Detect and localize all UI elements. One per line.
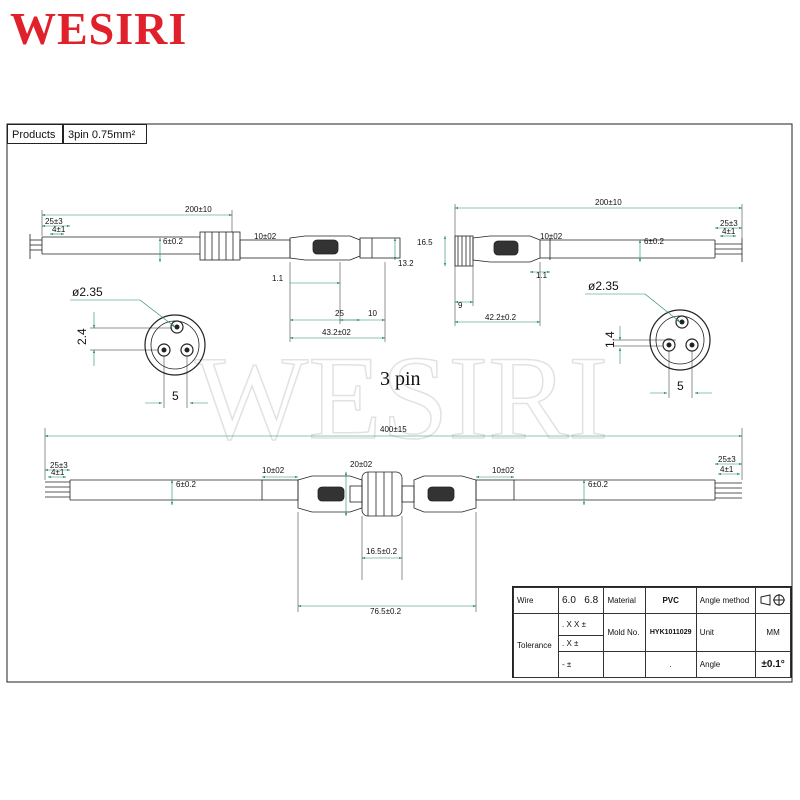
unit-value: MM [755, 613, 791, 652]
tl-tin-length: 4±1 [52, 225, 66, 234]
tr-cable-dia: 6±0.2 [644, 237, 665, 246]
products-label: Products [7, 124, 63, 144]
angle-method-icon [755, 587, 791, 614]
tl-dim-10: 10 [368, 309, 377, 318]
tr-tin-length: 4±1 [722, 227, 736, 236]
tl-body-length: 43.2±02 [322, 328, 351, 337]
material-value: PVC [644, 587, 697, 614]
tr-dim-1-1: 1.1 [536, 271, 548, 280]
tl-sleeve-length: 10±02 [254, 232, 277, 241]
tl-strip-length: 25±3 [45, 217, 63, 226]
bottom-assembly [45, 471, 742, 517]
tol-1: . X X ± [557, 613, 605, 636]
b-sleeve-left: 10±02 [262, 466, 285, 475]
face-right-spacing-h: 5 [677, 379, 684, 393]
b-nut-dia: 20±02 [350, 460, 373, 469]
b-cable-dia-right: 6±0.2 [588, 480, 609, 489]
top-right-dimensions [443, 206, 743, 324]
tr-total-length: 200±10 [595, 198, 622, 207]
mold-blank: . [644, 651, 697, 678]
b-strip-right: 25±3 [718, 455, 736, 464]
angle-value: ±0.1° [755, 651, 791, 678]
b-nut-length: 16.5±0.2 [366, 547, 398, 556]
b-total-length: 400±15 [380, 425, 407, 434]
face-left-spacing-v: 2.4 [75, 328, 89, 345]
face-left [144, 314, 206, 376]
wire-label: Wire [513, 587, 559, 614]
tol-2: . X ± [557, 635, 605, 652]
tl-dim-13-2: 13.2 [398, 259, 414, 268]
bottom-dimensions [44, 434, 743, 608]
mold-label: Mold No. [603, 613, 646, 652]
angle-method-label: Angle method [695, 587, 757, 614]
top-right-cable [454, 235, 743, 267]
face-right-pin-dia: ø2.35 [588, 279, 619, 293]
tl-cable-dia: 6±0.2 [163, 237, 184, 246]
wire-v1: 6.0 [562, 595, 576, 606]
drawing-title: 3 pin [380, 368, 421, 390]
tr-dim-16-5: 16.5 [417, 238, 433, 247]
brand-logo: WESIRI [10, 3, 188, 54]
mold-value: HYK1011029 [644, 613, 697, 652]
face-left-pin-dia: ø2.35 [72, 285, 103, 299]
face-left-spacing-h: 5 [172, 389, 179, 403]
b-cable-dia-left: 6±0.2 [176, 480, 197, 489]
b-sleeve-right: 10±02 [492, 466, 515, 475]
b-tin-left: 4±1 [51, 468, 65, 477]
face-right-spacing-v: 1.4 [603, 331, 617, 348]
tr-sleeve-length: 10±02 [540, 232, 563, 241]
tolerance-label: Tolerance [513, 613, 559, 678]
tr-strip-length: 25±3 [720, 219, 738, 228]
material-label: Material [603, 587, 646, 614]
b-assembly-length: 76.5±0.2 [370, 607, 402, 616]
top-left-dimensions [41, 213, 397, 340]
drawing-frame [6, 123, 793, 683]
tol-3: - ± [557, 651, 605, 678]
b-tin-right: 4±1 [720, 465, 734, 474]
tl-total-length: 200±10 [185, 205, 212, 214]
tr-body-length: 42.2±0.2 [485, 313, 517, 322]
tr-dim-9: 9 [458, 301, 463, 310]
products-value: 3pin 0.75mm² [63, 124, 147, 144]
watermark: WESIRI [195, 331, 608, 464]
title-block: Wire 6.0 6.8 Material PVC Angle method T… [512, 586, 792, 678]
b-strip-left: 25±3 [50, 461, 68, 470]
top-left-cable [29, 231, 401, 261]
tl-dim-25: 25 [335, 309, 344, 318]
tl-dim-1-1: 1.1 [272, 274, 284, 283]
angle-label: Angle [695, 651, 757, 678]
wire-v2: 6.8 [584, 595, 599, 606]
unit-label: Unit [695, 613, 757, 652]
